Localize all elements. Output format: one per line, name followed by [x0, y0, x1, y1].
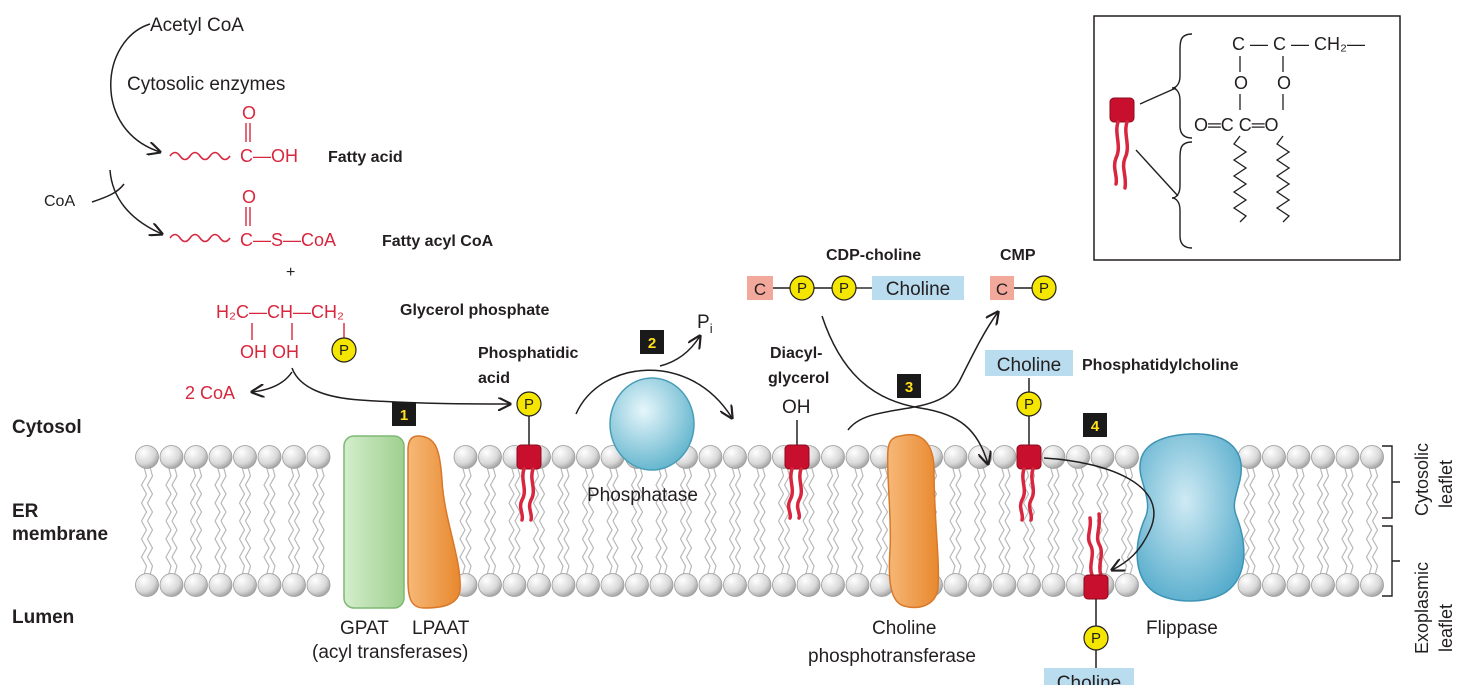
- glycerol-backbone: H₂C—CH—CH₂: [216, 302, 344, 322]
- svg-text:C: C: [754, 280, 766, 299]
- arrow-acetyl-to-fatty-acid: [110, 23, 160, 152]
- svg-text:P: P: [1039, 280, 1049, 297]
- gpat-label: GPAT: [340, 618, 389, 639]
- fatty-acid-label: Fatty acid: [328, 149, 403, 166]
- inset-ester-o-1: O: [1234, 73, 1248, 93]
- fatty-acyl-chain: [169, 233, 231, 243]
- diacylglycerol-label-2: glycerol: [768, 370, 829, 387]
- svg-text:2: 2: [648, 335, 656, 352]
- lumen-label: Lumen: [12, 607, 74, 628]
- svg-text:3: 3: [905, 379, 913, 396]
- plus-sign: +: [286, 264, 295, 281]
- cmp-label: CMP: [1000, 247, 1036, 264]
- phosphatidylcholine-label: Phosphatidylcholine: [1082, 357, 1239, 374]
- step-4-badge: 4: [1083, 413, 1107, 437]
- inset-row3: O═C C═O: [1194, 115, 1279, 135]
- fatty-acid-group: C—OH: [240, 146, 298, 166]
- diacylglycerol-label-1: Diacyl-: [770, 345, 822, 362]
- step-3-badge: 3: [897, 374, 921, 398]
- cytosolic-enzymes-label: Cytosolic enzymes: [127, 74, 285, 95]
- glycerol-phosphate-circle: P: [331, 337, 357, 363]
- cytosolic-leaflet-bracket: [1382, 445, 1400, 519]
- er-membrane-label-line2: membrane: [12, 524, 108, 545]
- svg-text:P: P: [339, 342, 349, 359]
- choline-phosphotransferase-label-1: Choline: [872, 618, 936, 639]
- svg-text:C: C: [996, 280, 1008, 299]
- svg-text:Choline: Choline: [1057, 673, 1121, 685]
- arrow-fatty-acid-to-acyl-coa: [109, 169, 162, 234]
- cmp-molecule: C P: [990, 275, 1057, 301]
- lipid-tails-upper: [140, 466, 1379, 522]
- svg-text:4: 4: [1091, 418, 1100, 435]
- lpaat-protein: [407, 435, 461, 609]
- svg-text:Choline: Choline: [997, 355, 1061, 376]
- svg-text:Choline: Choline: [886, 279, 950, 300]
- arrow-diacylglycerol-to-cmp: [847, 312, 998, 431]
- phosphatidic-acid-label-2: acid: [478, 370, 510, 387]
- exoplasmic-leaflet-label-1: Exoplasmic: [1412, 562, 1432, 654]
- phosphatase-protein: [609, 377, 695, 471]
- flippase-protein: [1136, 433, 1245, 602]
- fatty-acyl-group: C—S—CoA: [240, 230, 336, 250]
- arrow-phosphatase-reaction: [575, 369, 732, 418]
- er-membrane-label-line1: ER: [12, 501, 39, 522]
- glycerol-hydroxyls: OH OH: [240, 342, 299, 362]
- arrow-coa-in: [91, 183, 125, 203]
- cytosolic-leaflet-label-2: leaflet: [1436, 460, 1456, 508]
- structure-inset: C — C — CH₂— O O O═C C═O: [1093, 15, 1401, 261]
- flippase-label: Flippase: [1146, 618, 1218, 639]
- arrow-to-phosphatidic-acid: [291, 367, 510, 404]
- fatty-acyl-carbonyl-o: O: [242, 187, 256, 207]
- step-1-badge: 1: [392, 402, 416, 426]
- flipped-lipid-choline: Choline: [1044, 668, 1134, 685]
- arrow-pi-release: [659, 336, 700, 367]
- phosphatidic-acid-lipid: [516, 416, 542, 522]
- pi-label: Pi: [697, 312, 713, 336]
- arrow-flippase-translocation: [1043, 457, 1155, 570]
- cytosolic-leaflet-label-1: Cytosolic: [1412, 443, 1432, 516]
- coa-output-label: 2 CoA: [185, 383, 235, 403]
- phosphatidylcholine-lipid-cytosolic: [1016, 378, 1042, 522]
- svg-text:1: 1: [400, 407, 408, 424]
- choline-phosphotransferase-protein: [886, 433, 940, 609]
- gpat-protein: [343, 435, 405, 609]
- fatty-acid-carbonyl-o: O: [242, 103, 256, 123]
- cdp-choline-label: CDP-choline: [826, 247, 921, 264]
- svg-text:P: P: [797, 280, 807, 297]
- cytosol-label: Cytosol: [12, 417, 82, 438]
- svg-text:P: P: [1091, 630, 1101, 647]
- svg-text:P: P: [1024, 396, 1034, 413]
- coa-input-label: CoA: [44, 193, 75, 210]
- lpaat-label: LPAAT: [412, 618, 470, 639]
- fatty-acyl-coa-label: Fatty acyl CoA: [382, 233, 494, 250]
- inset-row1: C — C — CH₂—: [1232, 34, 1365, 54]
- lipid-heads-lower: [135, 573, 1384, 597]
- diacylglycerol-oh: OH: [782, 397, 811, 418]
- fatty-acid-chain: [169, 151, 231, 161]
- step-2-badge: 2: [640, 330, 664, 354]
- inset-ester-o-2: O: [1277, 73, 1291, 93]
- acyl-transferases-label: (acyl transferases): [312, 642, 468, 663]
- choline-phosphotransferase-label-2: phosphotransferase: [808, 646, 976, 667]
- phosphatidic-acid-phosphate: P: [516, 391, 542, 417]
- phosphatidylcholine-lipid-exoplasmic: [1083, 512, 1109, 668]
- flipped-lipid-phosphate: P: [1083, 625, 1109, 651]
- exoplasmic-leaflet-bracket: [1382, 525, 1400, 597]
- arrow-coa-release: [252, 371, 293, 392]
- svg-text:P: P: [839, 280, 849, 297]
- phosphatase-label: Phosphatase: [587, 485, 698, 506]
- phosphatidylcholine-head: Choline P: [985, 350, 1073, 417]
- exoplasmic-leaflet-label-2: leaflet: [1436, 604, 1456, 652]
- phosphatidic-acid-label-1: Phosphatidic: [478, 345, 579, 362]
- acetyl-coa-label: Acetyl CoA: [150, 15, 244, 36]
- svg-text:P: P: [524, 396, 534, 413]
- cdp-choline-molecule: C P P Choline: [747, 275, 964, 301]
- diacylglycerol-lipid: [784, 420, 810, 520]
- glycerol-phosphate-label: Glycerol phosphate: [400, 302, 549, 319]
